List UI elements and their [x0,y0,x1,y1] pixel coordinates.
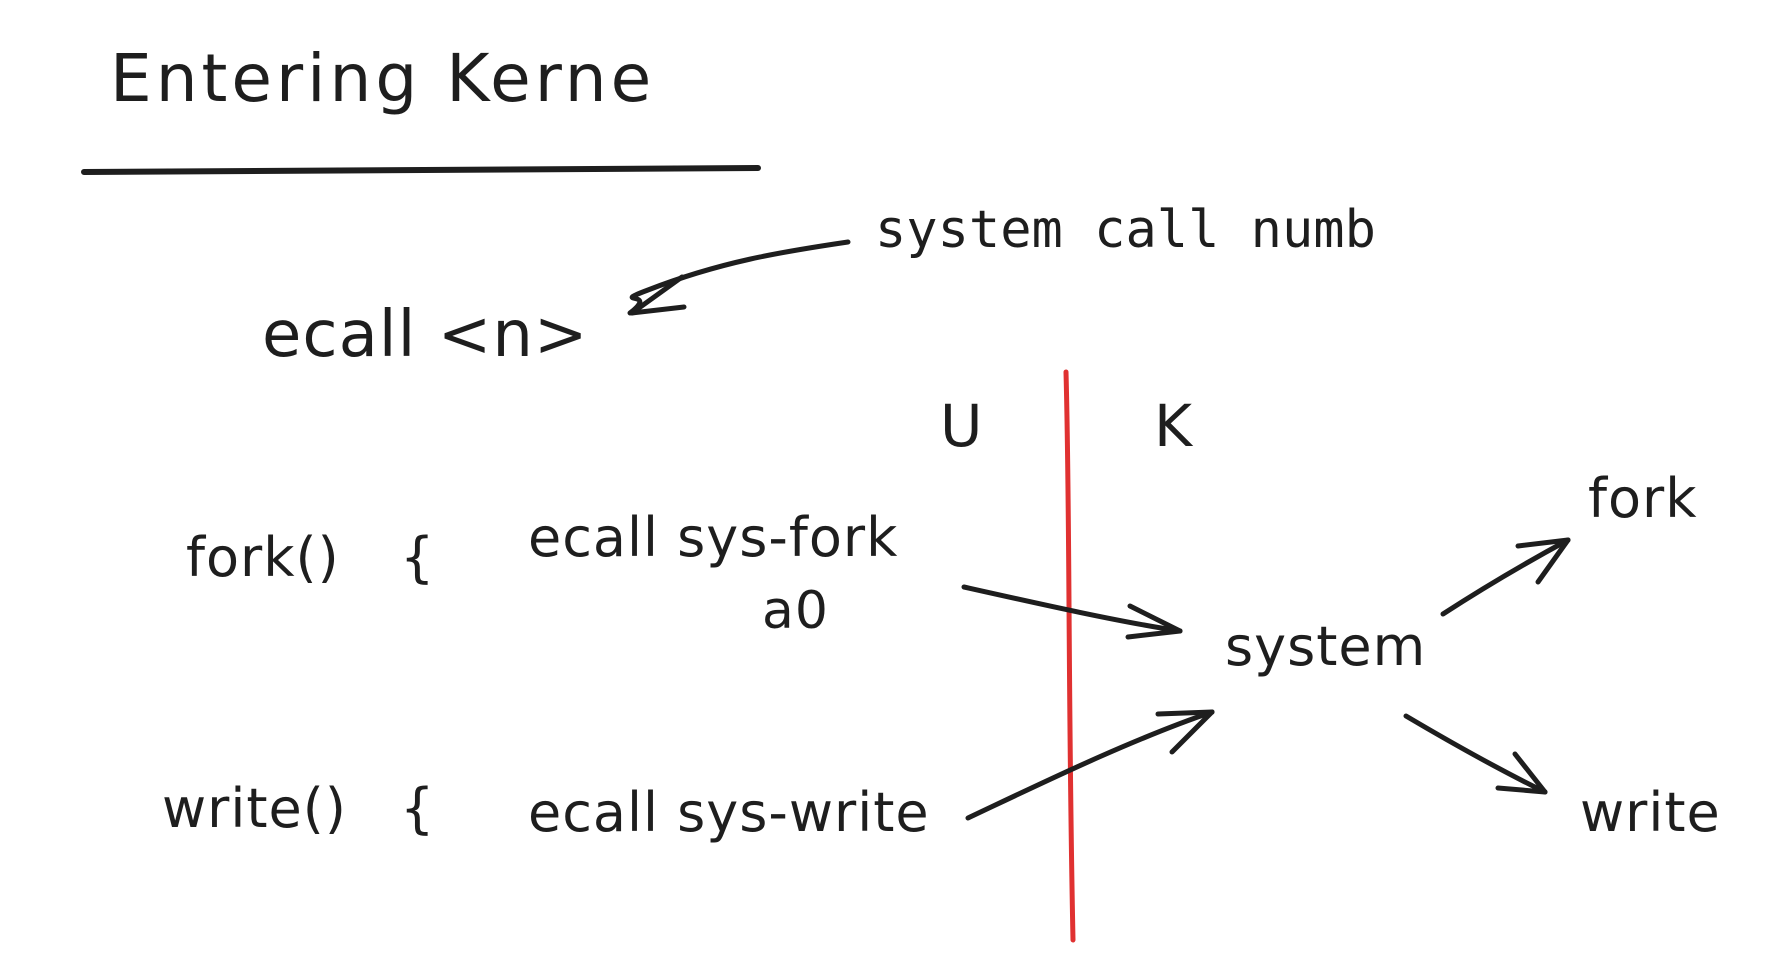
dispatch-fork-arrow [1440,537,1571,617]
write-open-brace: { [400,777,436,840]
user-kernel-boundary [1063,369,1076,943]
write-function-definition: write() [162,777,347,840]
annotation-arrow [627,239,851,316]
fork-open-brace: { [400,526,436,589]
page-title: Entering Kerne [110,40,656,117]
annotation-label: system call numb [875,200,1376,260]
kernel-handler-fork: fork [1588,467,1698,530]
fork-ecall: ecall sys-fork [528,506,899,569]
write-ecall: ecall sys-write [528,781,930,844]
kernel-side-label: K [1154,392,1194,460]
title-underline [81,165,761,175]
kernel-handler-write: write [1580,781,1721,844]
write-call-arrow [965,709,1215,821]
fork-function-definition: fork() [186,526,340,589]
syscall-dispatcher: system [1225,615,1427,678]
fork-call-arrow [961,584,1183,640]
dispatch-write-arrow [1403,713,1548,795]
register-label: a0 [762,581,829,641]
user-side-label: U [940,392,984,460]
ecall-instruction: ecall <n> [262,298,589,372]
